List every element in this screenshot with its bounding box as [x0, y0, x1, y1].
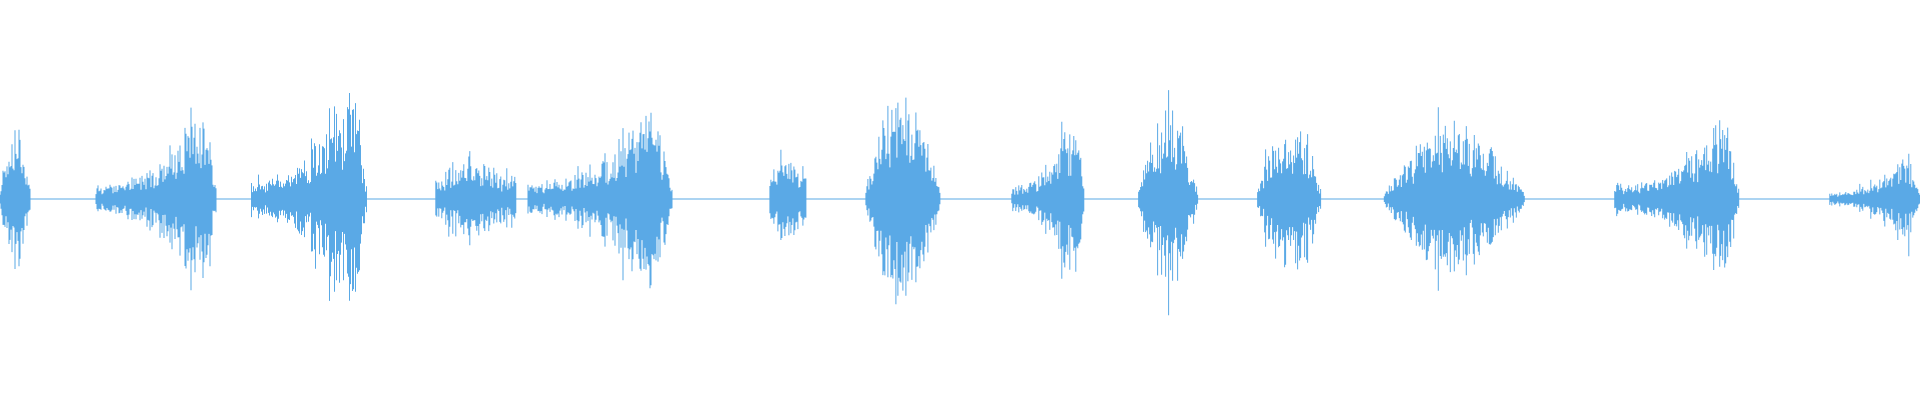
waveform-segment-path [435, 151, 517, 246]
waveform-segment [527, 112, 673, 289]
waveform-segment [0, 129, 31, 269]
waveform-segment-path [95, 107, 217, 291]
waveform-segment-path [1138, 90, 1199, 316]
waveform-segment-path [1257, 131, 1322, 270]
waveform-segment [95, 107, 217, 291]
waveform-segment-path [865, 97, 941, 305]
waveform-segment [1257, 131, 1322, 270]
waveform-segment-path [0, 129, 31, 269]
waveform-segment [1383, 107, 1525, 291]
waveform-segment [1829, 153, 1920, 257]
waveform-segment-path [251, 93, 367, 301]
waveform-segment [1614, 120, 1740, 270]
waveform-segment-path [1383, 107, 1525, 291]
waveform-segment-path [769, 149, 807, 240]
waveform-segment-path [1011, 121, 1085, 279]
waveform-segment [1011, 121, 1085, 279]
waveform-segment [769, 149, 807, 240]
waveform-segment [865, 97, 941, 305]
waveform-segment-path [1614, 120, 1740, 270]
waveform-segments [0, 90, 1920, 316]
waveform-segment-path [527, 112, 673, 289]
waveform-segment [1138, 90, 1199, 316]
waveform-segment [251, 93, 367, 301]
waveform-segment [435, 151, 517, 246]
waveform-segment-path [1829, 153, 1920, 257]
